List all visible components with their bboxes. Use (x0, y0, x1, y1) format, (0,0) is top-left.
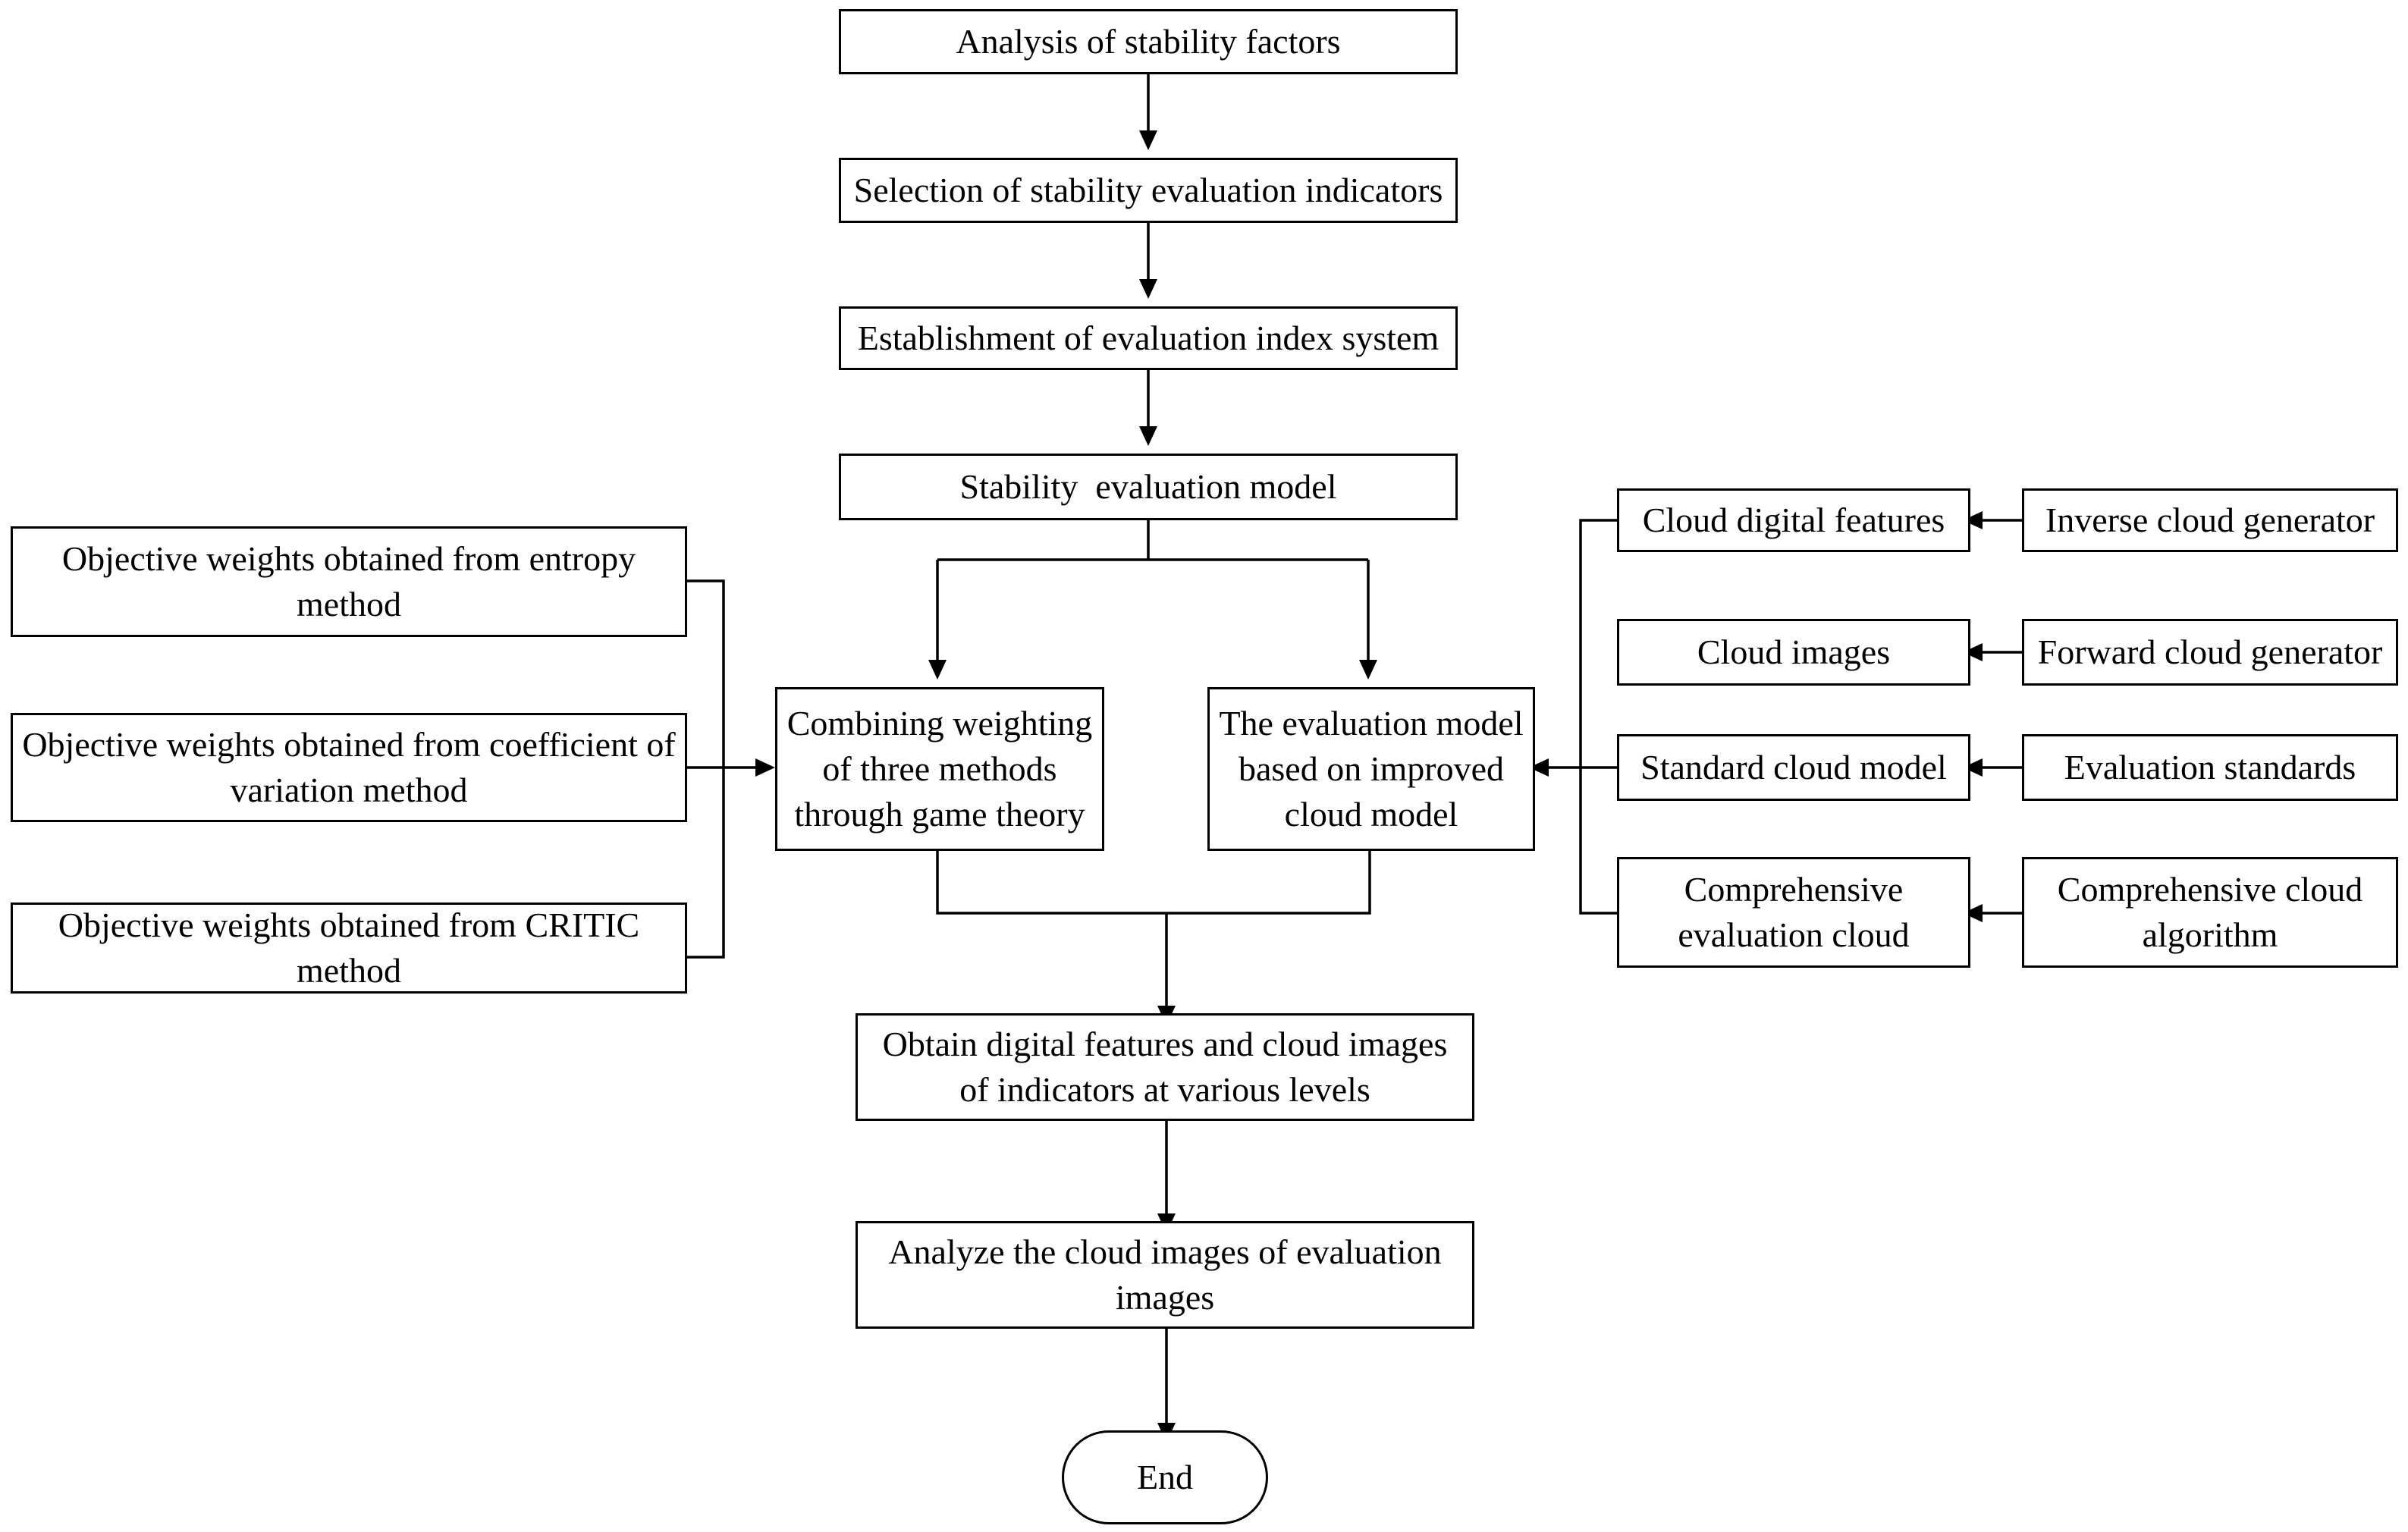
forward-generator-box: Forward cloud generator (2022, 619, 2398, 686)
critic-box: Objective weights obtained from CRITIC m… (11, 903, 687, 994)
entropy-box: Objective weights obtained from entropy … (11, 526, 687, 637)
arrowhead-standard (1963, 758, 1983, 777)
improved-cloud-box: The evaluation model based on improved c… (1207, 687, 1535, 851)
inverse-generator-label: Inverse cloud generator (2045, 501, 2375, 539)
critic-label: Objective weights obtained from CRITIC m… (58, 906, 640, 990)
stability-model-label: Stability evaluation model (959, 467, 1337, 506)
standard-cloud-model-label: Standard cloud model (1640, 748, 1947, 786)
analyze-images-box: Analyze the cloud images of evaluation i… (856, 1221, 1474, 1329)
connector-model-split (937, 520, 1368, 561)
analysis-label: Analysis of stability factors (956, 22, 1341, 61)
end-terminal: End (1062, 1430, 1268, 1524)
standard-cloud-model-box: Standard cloud model (1617, 734, 1970, 801)
comprehensive-algorithm-box: Comprehensive cloud algorithm (2022, 857, 2398, 968)
arrowheads (755, 130, 1983, 1443)
forward-generator-label: Forward cloud generator (2037, 633, 2383, 671)
obtain-features-box: Obtain digital features and cloud images… (856, 1013, 1474, 1121)
coefficient-label: Objective weights obtained from coeffici… (22, 725, 676, 809)
establishment-box: Establishment of evaluation index system (839, 306, 1458, 370)
arrowhead-model (1139, 426, 1157, 446)
selection-label: Selection of stability evaluation indica… (853, 171, 1443, 209)
analysis-box: Analysis of stability factors (839, 9, 1458, 74)
cloud-images-label: Cloud images (1697, 633, 1891, 671)
arrowhead-selection (1139, 130, 1157, 150)
comprehensive-cloud-label: Comprehensive evaluation cloud (1678, 870, 1910, 954)
improved-cloud-label: The evaluation model based on improved c… (1219, 704, 1524, 833)
comprehensive-cloud-box: Comprehensive evaluation cloud (1617, 857, 1970, 968)
connector-left-bracket (687, 579, 725, 959)
cloud-digital-features-box: Cloud digital features (1617, 488, 1970, 552)
combining-label: Combining weighting of three methods thr… (786, 704, 1093, 833)
cloud-images-box: Cloud images (1617, 619, 1970, 686)
arrowhead-comprehensive (1963, 904, 1983, 922)
arrowhead-images (1963, 643, 1983, 661)
connector-merge (936, 851, 1371, 947)
selection-box: Selection of stability evaluation indica… (839, 158, 1458, 223)
inverse-generator-box: Inverse cloud generator (2022, 488, 2398, 552)
obtain-features-label: Obtain digital features and cloud images… (882, 1025, 1448, 1109)
arrowhead-improved-cloud (1359, 660, 1377, 680)
arrowhead-left-bracket (755, 758, 775, 777)
combining-box: Combining weighting of three methods thr… (775, 687, 1104, 851)
end-label: End (1136, 1458, 1194, 1496)
establishment-label: Establishment of evaluation index system (857, 319, 1439, 357)
connector-right-bracket (1579, 519, 1617, 915)
evaluation-standards-label: Evaluation standards (2064, 748, 2356, 786)
arrowhead-establishment (1139, 279, 1157, 299)
arrowhead-right-bracket (1529, 758, 1549, 777)
arrowhead-combining (928, 660, 947, 680)
coefficient-box: Objective weights obtained from coeffici… (11, 713, 687, 822)
analyze-images-label: Analyze the cloud images of evaluation i… (888, 1232, 1442, 1317)
comprehensive-algorithm-label: Comprehensive cloud algorithm (2057, 870, 2363, 954)
entropy-label: Objective weights obtained from entropy … (61, 539, 636, 623)
cloud-digital-features-label: Cloud digital features (1642, 501, 1945, 539)
arrowhead-features (1963, 511, 1983, 529)
evaluation-standards-box: Evaluation standards (2022, 734, 2398, 801)
stability-model-box: Stability evaluation model (839, 454, 1458, 520)
